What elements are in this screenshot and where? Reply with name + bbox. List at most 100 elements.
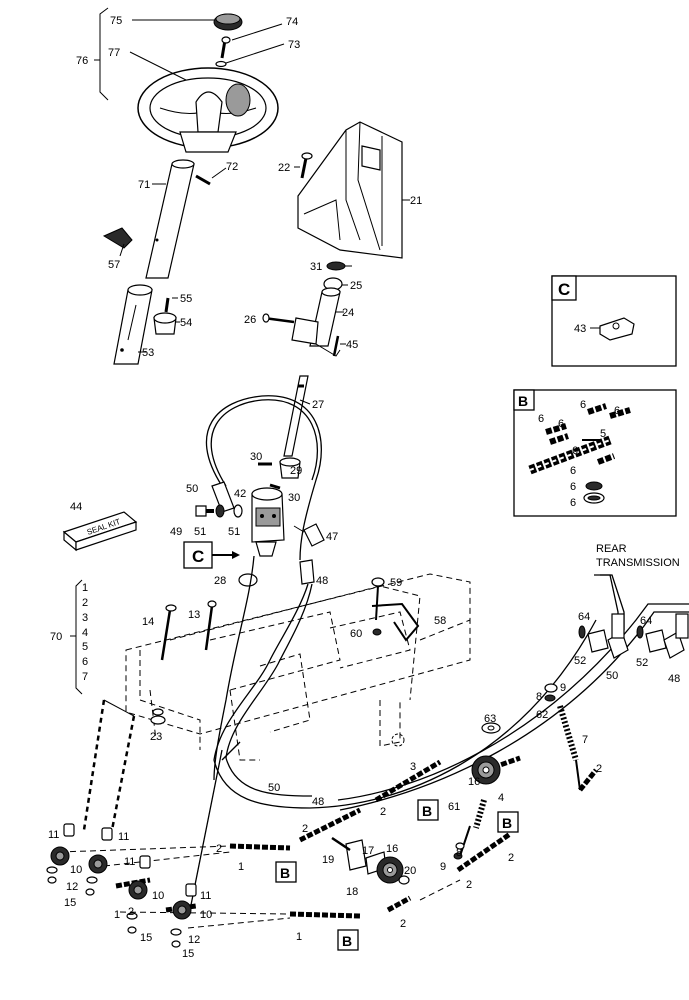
callout: 50 bbox=[268, 782, 280, 794]
callout: 16 bbox=[468, 776, 480, 788]
callout: 12 bbox=[188, 934, 200, 946]
callout: 2 bbox=[466, 879, 472, 891]
callout: 10 bbox=[200, 909, 212, 921]
bracket-76 bbox=[99, 7, 109, 101]
callout: 4 bbox=[498, 792, 504, 804]
ref-b3-label: B bbox=[280, 865, 290, 881]
steering-valve-assembly: SEAL KIT C bbox=[62, 395, 597, 809]
callout: 10 bbox=[70, 864, 82, 876]
callout: 72 bbox=[226, 161, 238, 173]
callout: 64 bbox=[640, 615, 652, 627]
callout: 1 bbox=[238, 861, 244, 873]
callout: 64 bbox=[578, 611, 590, 623]
adapter-52-icon bbox=[587, 629, 609, 653]
callout: 63 bbox=[484, 713, 496, 725]
callout: 54 bbox=[180, 317, 192, 329]
ref-b4-label: B bbox=[342, 933, 352, 949]
callout: 48 bbox=[316, 575, 328, 587]
callout: 18 bbox=[346, 886, 358, 898]
callout: 71 bbox=[138, 179, 150, 191]
callout: 49 bbox=[170, 526, 182, 538]
callout: 8 bbox=[536, 691, 542, 703]
callout: 8 bbox=[456, 847, 462, 859]
chain-drive: B B B B bbox=[46, 722, 521, 951]
rear-transmission-fittings bbox=[337, 574, 689, 811]
callout: 11 bbox=[48, 829, 59, 841]
callout-labels: 75 74 73 76 77 72 71 22 21 57 31 25 55 5… bbox=[48, 15, 680, 960]
callout: 4 bbox=[82, 627, 88, 639]
callout: 24 bbox=[342, 307, 354, 319]
callout: 2 bbox=[128, 906, 134, 918]
callout: 6 bbox=[614, 405, 620, 417]
ref-box-b4 bbox=[337, 929, 359, 951]
callout: 1 bbox=[114, 909, 120, 921]
callout: 2 bbox=[596, 763, 602, 775]
callout: 7 bbox=[582, 734, 588, 746]
callout: 75 bbox=[110, 15, 122, 27]
callout: 70 bbox=[50, 631, 62, 643]
collar-28-icon bbox=[238, 573, 258, 587]
callout: 48 bbox=[668, 673, 680, 685]
steering-support-21 bbox=[297, 121, 403, 259]
callout: 74 bbox=[286, 16, 298, 28]
steering-column-assembly bbox=[258, 121, 410, 490]
callout: 52 bbox=[574, 655, 586, 667]
tensioner-62 bbox=[544, 683, 598, 792]
ref-box-b1 bbox=[417, 799, 439, 821]
elbow-47-icon bbox=[303, 523, 325, 547]
detail-c-letter: C bbox=[558, 280, 570, 299]
callout: 50 bbox=[186, 483, 198, 495]
callout: 77 bbox=[108, 47, 120, 59]
shaft-27 bbox=[283, 375, 309, 457]
detail-box-b: B bbox=[513, 389, 677, 517]
callout: 51 bbox=[228, 526, 240, 538]
detail-b-letter: B bbox=[518, 393, 528, 409]
callout: 6 bbox=[558, 418, 564, 430]
callout: 11 bbox=[200, 890, 211, 902]
callout: 1 bbox=[296, 931, 302, 943]
callout: 3 bbox=[410, 761, 416, 773]
callout: 2 bbox=[380, 806, 386, 818]
callout: 6 bbox=[570, 481, 576, 493]
callout: 73 bbox=[288, 39, 300, 51]
callout: 51 bbox=[194, 526, 206, 538]
callout: 9 bbox=[560, 682, 566, 694]
callout: 60 bbox=[350, 628, 362, 640]
callout: 26 bbox=[244, 314, 256, 326]
callout: 20 bbox=[404, 865, 416, 877]
callout: 6 bbox=[580, 399, 586, 411]
left-sprockets bbox=[46, 823, 197, 948]
washer-31-icon bbox=[326, 261, 346, 271]
callout: 30 bbox=[288, 492, 300, 504]
callout: 59 bbox=[390, 577, 402, 589]
adapter-52b-icon bbox=[645, 629, 667, 653]
callout: 11 bbox=[124, 856, 135, 868]
rear-label-line1: REAR bbox=[596, 543, 627, 555]
callout: 15 bbox=[64, 897, 76, 909]
nut-20-icon bbox=[398, 875, 410, 885]
callout: 19 bbox=[322, 854, 334, 866]
callout: 15 bbox=[140, 932, 152, 944]
washer-63-icon bbox=[481, 722, 501, 734]
ref-box-c bbox=[183, 541, 213, 569]
callout: 31 bbox=[310, 261, 322, 273]
callout: 7 bbox=[82, 671, 88, 683]
linkage-58 bbox=[371, 577, 420, 642]
callout: 42 bbox=[234, 488, 246, 500]
callout: 2 bbox=[400, 918, 406, 930]
ref-b1-label: B bbox=[422, 803, 432, 819]
callout: 27 bbox=[312, 399, 324, 411]
callout: 12 bbox=[66, 881, 78, 893]
callout: 21 bbox=[410, 195, 422, 207]
callout: 47 bbox=[326, 531, 338, 543]
frame-outline bbox=[70, 573, 471, 831]
callout: 6 bbox=[538, 413, 544, 425]
callout: 57 bbox=[108, 259, 120, 271]
callout: 2 bbox=[508, 852, 514, 864]
callout: 6 bbox=[570, 465, 576, 477]
callout: 3 bbox=[82, 612, 88, 624]
steering-shaft-71 bbox=[145, 163, 195, 279]
callout: 45 bbox=[346, 339, 358, 351]
callout: 2 bbox=[302, 823, 308, 835]
callout: 16 bbox=[386, 843, 398, 855]
